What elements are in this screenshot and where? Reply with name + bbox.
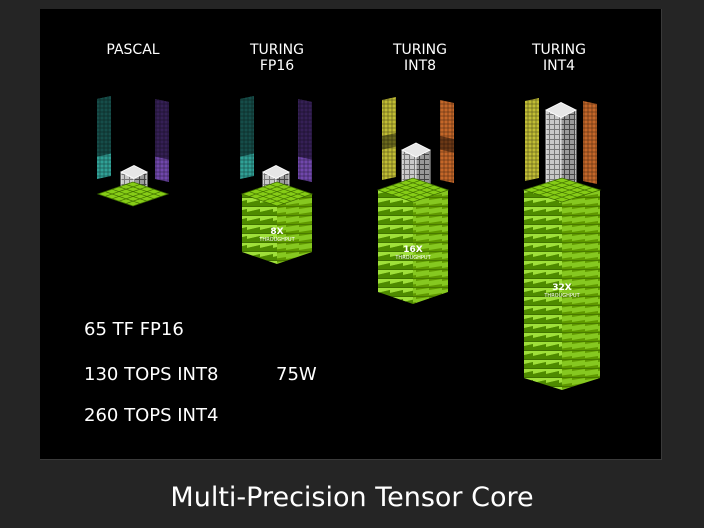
accumulator-block-top xyxy=(96,181,170,207)
accumulator-grid-line xyxy=(104,184,141,197)
accumulator-grid-line xyxy=(546,182,585,196)
accumulator-grid-line xyxy=(269,191,306,204)
accumulator-block-top xyxy=(376,177,450,203)
multiply-cube-top xyxy=(545,102,577,118)
accumulator-grid-line xyxy=(554,180,593,193)
accumulator-grid-line xyxy=(398,184,435,198)
accumulator-grid-line xyxy=(391,182,428,196)
accumulator-grid-line xyxy=(398,182,435,196)
label-turing-int4: TURING INT4 xyxy=(532,42,586,74)
multiply-cube-top xyxy=(262,165,290,179)
throughput-multiplier: 32X xyxy=(552,283,572,293)
accumulator-block-right xyxy=(562,190,600,390)
throughput-multiplier: 16X xyxy=(403,245,423,255)
stat-int4: 260 TOPS INT4 xyxy=(84,405,219,426)
operand-panel-grid-left xyxy=(525,98,539,181)
operand-panel-grid-right xyxy=(583,101,597,184)
operand-panel-grid-left xyxy=(240,96,254,179)
operand-panel-grid-left xyxy=(382,97,396,180)
accumulator-grid-line xyxy=(111,186,148,200)
accumulator-grid-line xyxy=(248,184,285,197)
stat-fp16: 65 TF FP16 xyxy=(84,319,184,340)
accumulator-grid-line xyxy=(118,188,155,202)
accumulator-block-left xyxy=(378,190,413,304)
accumulator-grid-line xyxy=(554,187,593,200)
throughput-caption: THROUGHPUT xyxy=(258,237,295,243)
accumulator-block-right xyxy=(277,194,312,264)
accumulator-grid-line xyxy=(405,180,442,193)
accumulator-grid-line xyxy=(262,186,299,200)
power-value: 75W xyxy=(276,364,317,385)
accumulator-grid-line xyxy=(248,191,285,204)
label-turing-int8: TURING INT8 xyxy=(393,42,447,74)
accumulator-grid-line xyxy=(539,184,578,198)
throughput-caption: THROUGHPUT xyxy=(394,255,431,261)
accumulator-grid-line xyxy=(391,184,428,198)
operand-panel-grid-right xyxy=(440,100,454,183)
operand-panel-grid-right xyxy=(155,99,169,182)
accumulator-grid-line xyxy=(255,188,292,202)
accumulator-grid-line xyxy=(262,188,299,202)
tensor-core-0 xyxy=(96,96,170,207)
accumulator-grid-line xyxy=(531,187,570,200)
accumulator-grid-line xyxy=(531,180,570,193)
accumulator-grid-line xyxy=(539,182,578,196)
multiply-cube-top xyxy=(120,165,148,179)
operand-panel-grid-right xyxy=(298,99,312,182)
accumulator-block-left xyxy=(524,190,562,390)
operand-panel-grid-left xyxy=(97,96,111,179)
accumulator-grid-line xyxy=(384,187,421,200)
stat-int8: 130 TOPS INT8 xyxy=(84,364,219,385)
accumulator-grid-line xyxy=(125,184,162,197)
accumulator-grid-line xyxy=(104,191,141,204)
accumulator-grid-line xyxy=(125,191,162,204)
accumulator-block-top xyxy=(522,177,602,203)
label-turing-fp16: TURING FP16 xyxy=(250,42,304,74)
throughput-caption: THROUGHPUT xyxy=(543,293,580,299)
accumulator-grid-line xyxy=(269,184,306,197)
slide-caption: Multi-Precision Tensor Core xyxy=(170,482,534,513)
label-pascal: PASCAL xyxy=(106,42,160,58)
throughput-multiplier: 8X xyxy=(270,227,283,237)
accumulator-grid-line xyxy=(118,186,155,200)
accumulator-block-top xyxy=(240,181,314,207)
accumulator-grid-line xyxy=(384,180,421,193)
accumulator-block-left xyxy=(242,194,277,264)
accumulator-block-right xyxy=(413,190,448,304)
accumulator-grid-line xyxy=(405,187,442,200)
accumulator-grid-line xyxy=(111,188,148,202)
accumulator-grid-line xyxy=(255,186,292,200)
multiply-cube-top xyxy=(401,142,431,158)
accumulator-grid-line xyxy=(546,184,585,198)
